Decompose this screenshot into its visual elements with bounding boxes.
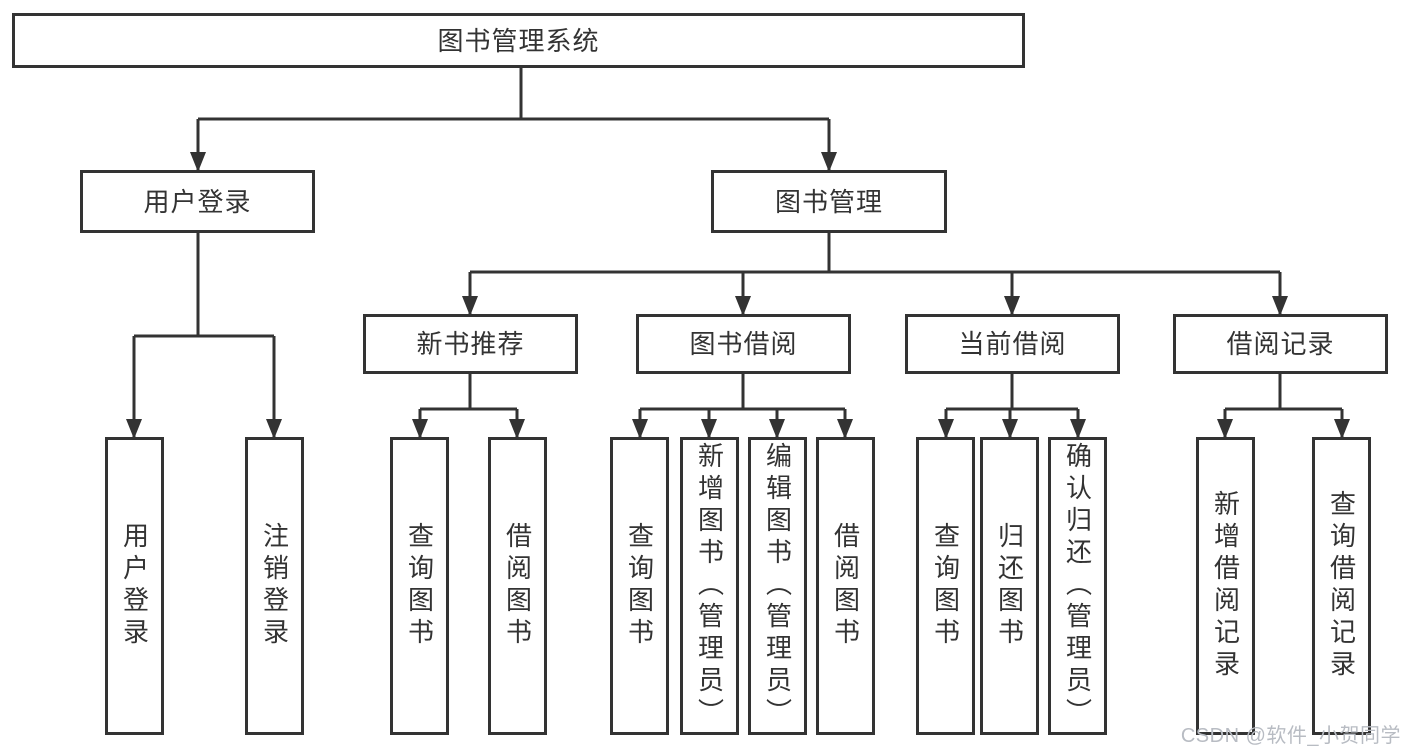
section-node-book-borrow: 图书借阅 — [636, 314, 851, 374]
leaf-node-bb-borrow-books: 借阅图书 — [816, 437, 875, 735]
watermark: CSDN @软件_小贺同学 — [1180, 725, 1401, 747]
leaf-label: 归还图书 — [994, 522, 1025, 650]
leaf-node-br-add-record: 新增借阅记录 — [1196, 437, 1255, 735]
leaf-label: 查询图书 — [404, 522, 435, 650]
leaf-label: 查询借阅记录 — [1326, 490, 1357, 682]
leaf-label: 新增图书（管理员） — [694, 442, 725, 730]
leaf-label: 查询图书 — [930, 522, 961, 650]
leaf-node-br-query-record: 查询借阅记录 — [1312, 437, 1371, 735]
leaf-label: 确认归还（管理员） — [1062, 442, 1093, 730]
leaf-label: 新增借阅记录 — [1210, 490, 1241, 682]
leaf-label: 借阅图书 — [502, 522, 533, 650]
leaf-node-cb-query-books: 查询图书 — [916, 437, 975, 735]
leaf-node-bb-edit-books-admin: 编辑图书（管理员） — [748, 437, 807, 735]
leaf-label: 查询图书 — [624, 522, 655, 650]
leaf-node-bb-add-books-admin: 新增图书（管理员） — [680, 437, 739, 735]
leaf-node-cb-confirm-return-admin: 确认归还（管理员） — [1048, 437, 1107, 735]
leaf-node-user-login: 用户登录 — [105, 437, 164, 735]
leaf-label: 用户登录 — [119, 522, 150, 650]
leaf-node-bb-query-books: 查询图书 — [610, 437, 669, 735]
section-node-new-book-recommend: 新书推荐 — [363, 314, 578, 374]
leaf-node-nb-borrow-books: 借阅图书 — [488, 437, 547, 735]
section-node-borrow-records: 借阅记录 — [1173, 314, 1388, 374]
leaf-label: 注销登录 — [259, 522, 290, 650]
leaf-node-logout: 注销登录 — [245, 437, 304, 735]
section-node-current-borrow: 当前借阅 — [905, 314, 1120, 374]
leaf-label: 编辑图书（管理员） — [762, 442, 793, 730]
leaf-label: 借阅图书 — [830, 522, 861, 650]
root-node-system: 图书管理系统 — [12, 13, 1025, 68]
branch-node-user-login: 用户登录 — [80, 170, 315, 233]
branch-node-book-management: 图书管理 — [711, 170, 947, 233]
leaf-node-cb-return-books: 归还图书 — [980, 437, 1039, 735]
leaf-node-nb-query-books: 查询图书 — [390, 437, 449, 735]
